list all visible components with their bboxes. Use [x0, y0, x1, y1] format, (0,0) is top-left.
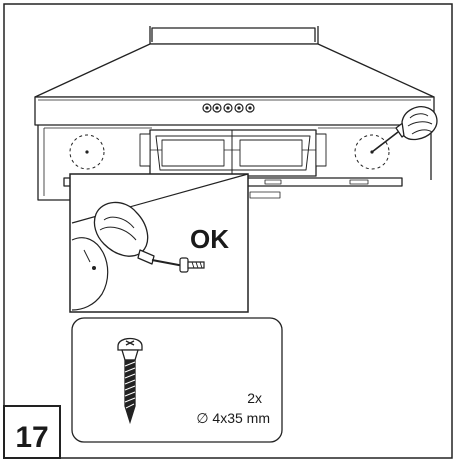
- mounting-hole-left: [69, 134, 105, 170]
- step-number-box: [3, 405, 61, 459]
- hood-front-panel: [34, 96, 435, 126]
- screw-icon: [117, 337, 143, 425]
- detail-callout: OK: [69, 173, 249, 313]
- screw-size: ∅ 4x35 mm: [196, 410, 270, 426]
- screw-spec-box: 2x ∅ 4x35 mm: [71, 317, 283, 443]
- hood-chimney: [151, 27, 316, 42]
- ok-label: OK: [190, 224, 229, 254]
- screwdriver-icon: [371, 106, 438, 153]
- step-number: 17: [15, 421, 48, 454]
- callout-screw-icon: [179, 257, 205, 273]
- callout-screwdriver-icon: [93, 201, 185, 267]
- range-hood-illustration: [34, 26, 435, 201]
- mounting-hole-right: [354, 134, 390, 170]
- screw-quantity: 2x: [247, 390, 262, 406]
- control-buttons: [202, 103, 255, 113]
